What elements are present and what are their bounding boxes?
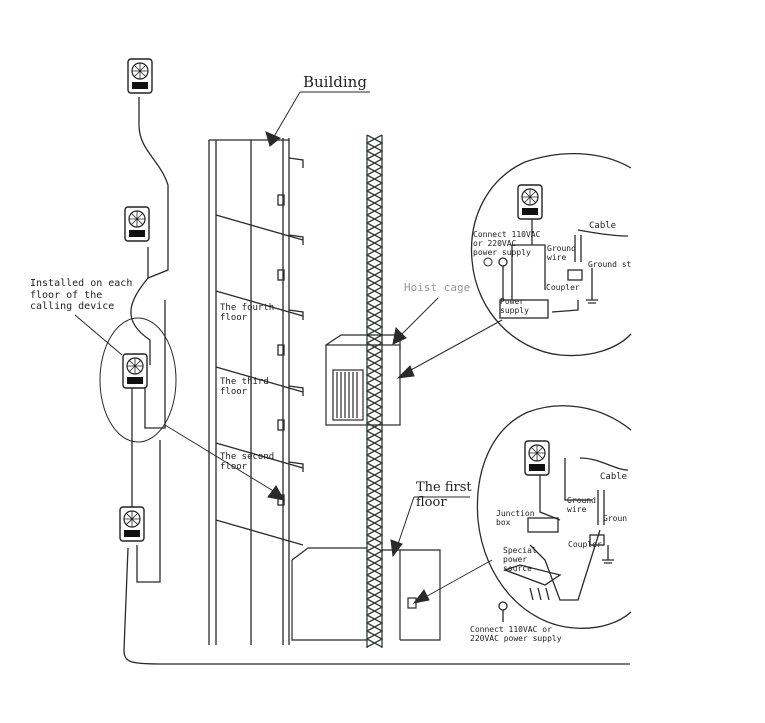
calling-device-icon bbox=[122, 353, 148, 389]
label-hoist-cage: Hoist cage bbox=[404, 281, 471, 294]
label-special-power-source: Special power source bbox=[503, 546, 537, 574]
calling-device-icon bbox=[517, 184, 543, 220]
label-building: Building bbox=[303, 73, 367, 91]
label-coupler-top: Coupler bbox=[546, 283, 580, 292]
label-fourth-floor: The fourth floor bbox=[220, 303, 275, 324]
detail-highlight bbox=[99, 317, 177, 443]
detail-bottom bbox=[476, 405, 632, 629]
label-cable-top: Cable bbox=[589, 221, 617, 231]
calling-device-icon bbox=[124, 206, 150, 242]
hoist-cage bbox=[325, 334, 401, 426]
label-first-floor: The first floor bbox=[416, 480, 472, 510]
label-cable-bottom: Cable bbox=[600, 472, 628, 482]
label-second-floor: The second floor bbox=[220, 452, 275, 473]
label-connect-power-bottom: Connect 110VAC or 220VAC power supply bbox=[470, 625, 562, 644]
label-coupler-bottom: Coupler bbox=[568, 540, 602, 549]
calling-device-icon bbox=[127, 58, 153, 94]
hoist-tower bbox=[365, 134, 384, 648]
label-ground-wire-bottom: Ground wire bbox=[567, 496, 596, 515]
label-ground-wire-top: Ground wire bbox=[547, 244, 576, 263]
label-ground-stake-top: Ground st bbox=[588, 260, 632, 269]
label-junction-box: Junction box bbox=[496, 509, 535, 528]
power-plug-icon bbox=[483, 257, 493, 267]
building bbox=[208, 138, 304, 645]
label-third-floor: The third floor bbox=[220, 377, 269, 398]
label-power-supply-top: Power supply bbox=[500, 297, 529, 316]
ground-enclosure bbox=[291, 547, 441, 641]
calling-device-icon bbox=[119, 506, 145, 542]
wiring bbox=[123, 97, 630, 665]
pointer-lines bbox=[74, 91, 503, 604]
calling-device-icon bbox=[524, 440, 550, 476]
detail-top bbox=[470, 152, 632, 357]
label-ground-bottom: Groun bbox=[603, 514, 628, 523]
label-installed-calling-device: Installed on each floor of the calling d… bbox=[30, 278, 133, 312]
label-connect-power-top: Connect 110VAC or 220VAC power supply bbox=[473, 230, 541, 258]
